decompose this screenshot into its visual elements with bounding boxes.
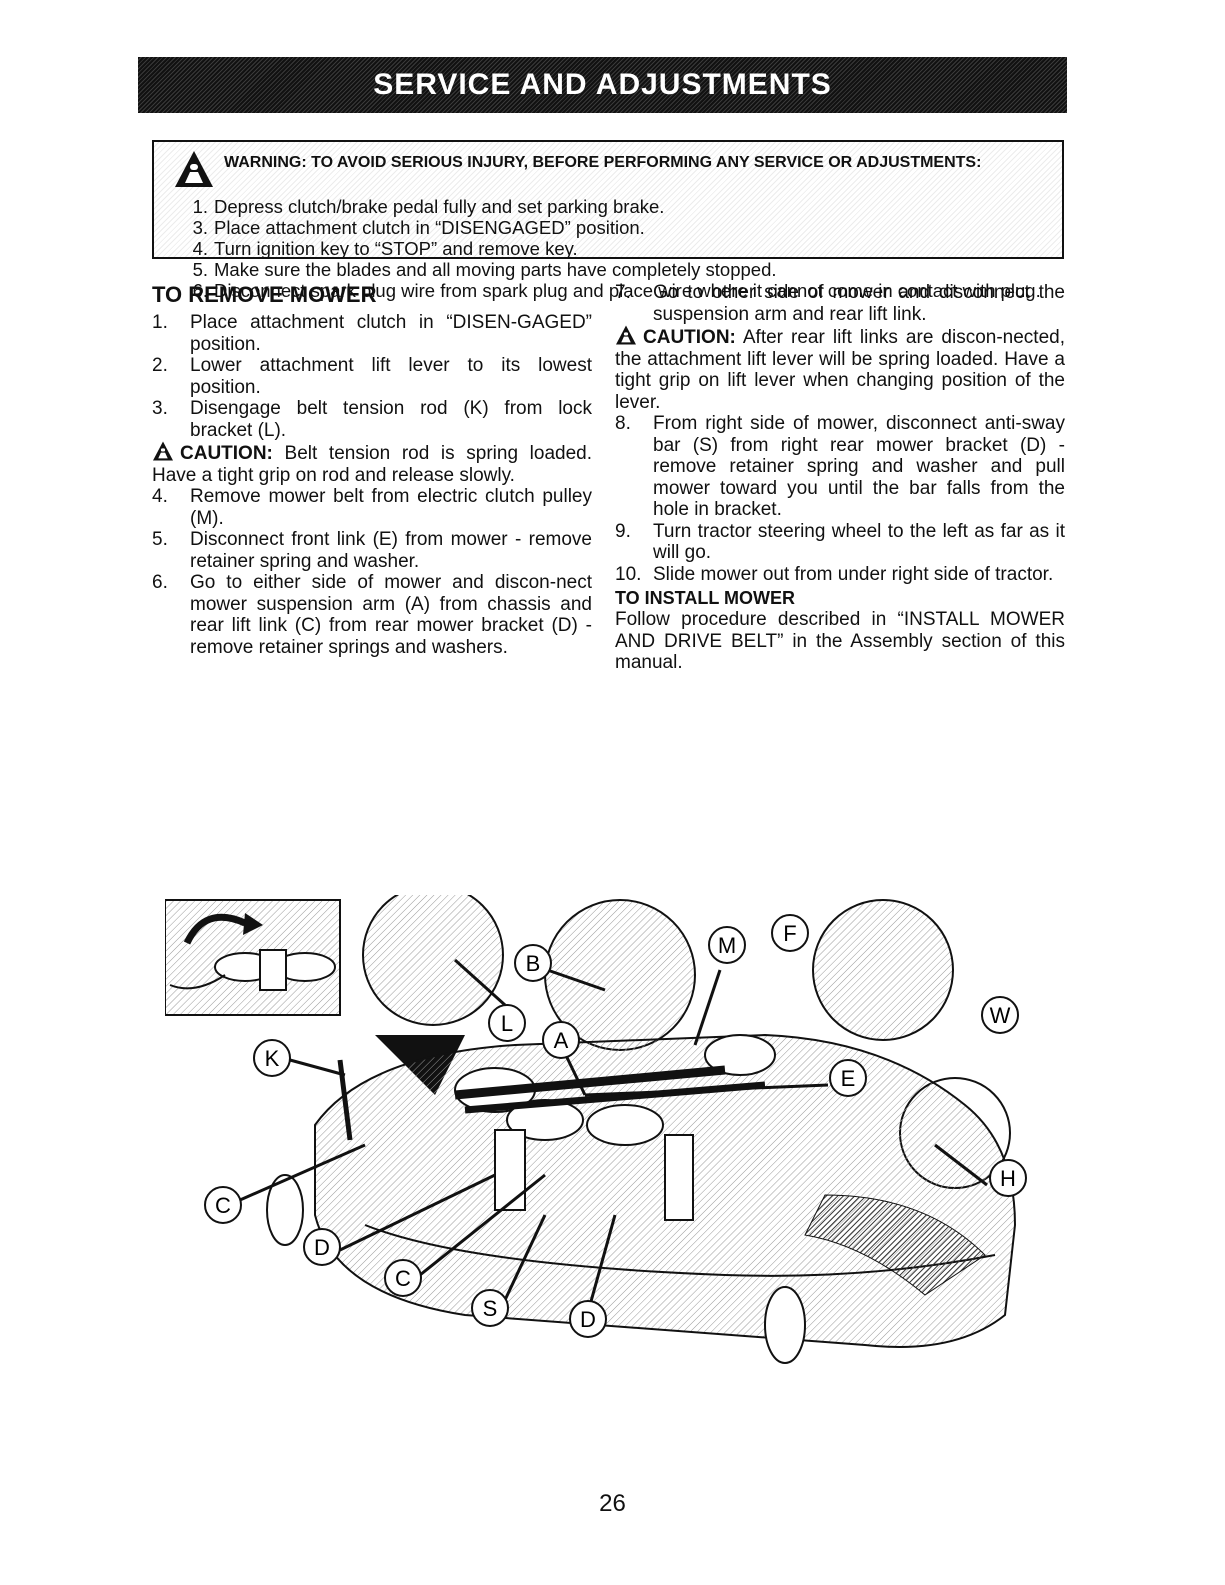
callout-b: B: [514, 944, 552, 982]
callout-d: D: [569, 1300, 607, 1338]
warning-box: WARNING: TO AVOID SERIOUS INJURY, BEFORE…: [152, 140, 1064, 301]
list-item: 3.Disengage belt tension rod (K) from lo…: [152, 398, 592, 441]
callout-k: K: [253, 1039, 291, 1077]
section-banner: SERVICE AND ADJUSTMENTS: [138, 57, 1067, 113]
list-item: 1.Depress clutch/brake pedal fully and s…: [192, 196, 665, 217]
callout-h: H: [989, 1159, 1027, 1197]
svg-text:S: S: [483, 1296, 498, 1321]
list-item: 8.From right side of mower, disconnect a…: [615, 413, 1065, 520]
list-item: 2.Lower attachment lift lever to its low…: [152, 355, 592, 398]
warning-list: 1.Depress clutch/brake pedal fully and s…: [172, 196, 1052, 301]
svg-text:D: D: [580, 1307, 596, 1332]
page-number: 26: [599, 1490, 626, 1517]
right-column: 7.Go to other side of mower and disconne…: [615, 282, 1065, 674]
svg-text:M: M: [718, 933, 736, 958]
warning-triangle-icon: [616, 325, 636, 345]
detail-circle-lock-bracket: [362, 895, 504, 1026]
callout-a: A: [542, 1021, 580, 1059]
callout-c: C: [204, 1186, 242, 1224]
left-column: TO REMOVE MOWER 1.Place attachment clutc…: [152, 282, 592, 658]
install-mower-text: Follow procedure described in “INSTALL M…: [615, 609, 1065, 673]
caution-note: CAUTION: After rear lift links are disco…: [615, 325, 1065, 413]
callout-w: W: [981, 996, 1019, 1034]
list-item: 7.Go to other side of mower and disconne…: [615, 282, 1065, 325]
svg-text:L: L: [501, 1011, 513, 1036]
detail-circle-front-link: [812, 899, 954, 1041]
mower-deck-illustration: B M F W L A K E H C D C S D: [165, 895, 1027, 1364]
callout-m: M: [708, 926, 746, 964]
svg-text:F: F: [783, 921, 796, 946]
svg-text:E: E: [841, 1066, 856, 1091]
list-item: 4.Turn ignition key to “STOP” and remove…: [192, 238, 578, 259]
list-item: 5.Disconnect front link (E) from mower -…: [152, 529, 592, 572]
list-item: 6.Go to either side of mower and discon-…: [152, 572, 592, 658]
list-item: 4.Remove mower belt from electric clutch…: [152, 486, 592, 529]
retainer-spring-inset: [165, 899, 341, 1016]
install-mower-heading: TO INSTALL MOWER: [615, 588, 795, 608]
callout-d: D: [303, 1228, 341, 1266]
list-item: 1.Place attachment clutch in “DISEN-GAGE…: [152, 312, 592, 355]
warning-triangle-icon: [153, 441, 173, 461]
svg-text:A: A: [554, 1028, 569, 1053]
caution-note: CAUTION: Belt tension rod is spring load…: [152, 441, 592, 486]
callout-l: L: [488, 1004, 526, 1042]
svg-text:H: H: [1000, 1166, 1016, 1191]
list-item: 3.Place attachment clutch in “DISENGAGED…: [192, 217, 645, 238]
svg-text:C: C: [395, 1266, 411, 1291]
section-title: SERVICE AND ADJUSTMENTS: [373, 68, 832, 101]
list-item: 9.Turn tractor steering wheel to the lef…: [615, 520, 1065, 564]
callout-e: E: [829, 1059, 867, 1097]
svg-text:K: K: [265, 1046, 280, 1071]
list-item: 6.Disconnect spark plug wire from spark …: [192, 280, 1041, 301]
svg-text:B: B: [526, 951, 541, 976]
list-item: 10.Slide mower out from under right side…: [615, 563, 1054, 585]
list-item: 5.Make sure the blades and all moving pa…: [192, 259, 777, 280]
remove-mower-heading: TO REMOVE MOWER: [152, 282, 377, 307]
mower-deck: [266, 1033, 1017, 1364]
svg-text:D: D: [314, 1235, 330, 1260]
warning-triangle-icon: [175, 151, 213, 187]
svg-text:C: C: [215, 1193, 231, 1218]
svg-text:W: W: [990, 1003, 1011, 1028]
callout-f: F: [771, 914, 809, 952]
callout-s: S: [471, 1289, 509, 1327]
callout-c: C: [384, 1259, 422, 1297]
warning-heading: WARNING: TO AVOID SERIOUS INJURY, BEFORE…: [224, 154, 982, 171]
